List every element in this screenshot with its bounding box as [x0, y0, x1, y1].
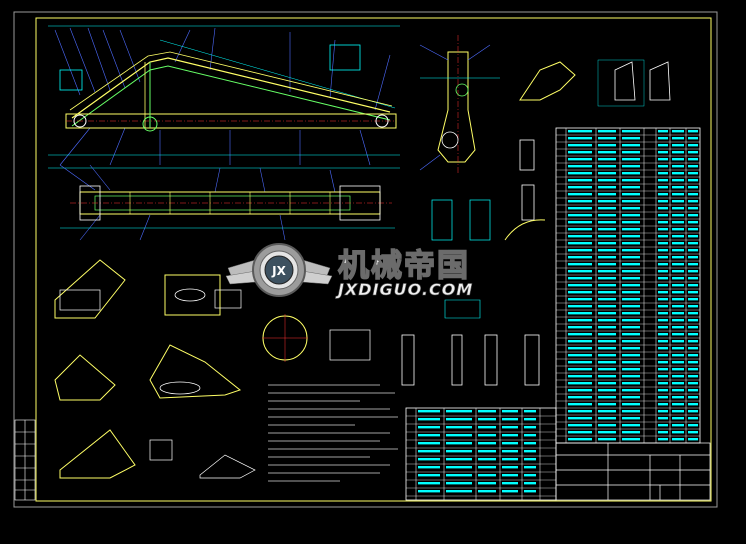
main-boom-assembly [48, 25, 400, 169]
watermark-logo: JX [225, 243, 333, 297]
parts-list-table [555, 127, 701, 444]
detail-plate-views [54, 259, 371, 479]
detail-parts-top-right [519, 59, 671, 107]
inner-border [35, 17, 712, 502]
detail-parts-middle [431, 139, 546, 241]
outer-border [13, 11, 718, 508]
margin-tag-boxes [14, 419, 36, 501]
technical-notes-lines [268, 384, 398, 482]
side-view-bracket [419, 35, 500, 175]
boom-top-view [59, 164, 395, 241]
detail-parts-bottom-middle [401, 299, 540, 386]
watermark-url: JXDIGUO.COM [338, 280, 474, 300]
title-block [555, 442, 711, 501]
watermark-title-cn: 机械帝国 [337, 247, 470, 285]
watermark-badge-text: JX [271, 264, 286, 278]
lower-parts-table [405, 407, 557, 501]
